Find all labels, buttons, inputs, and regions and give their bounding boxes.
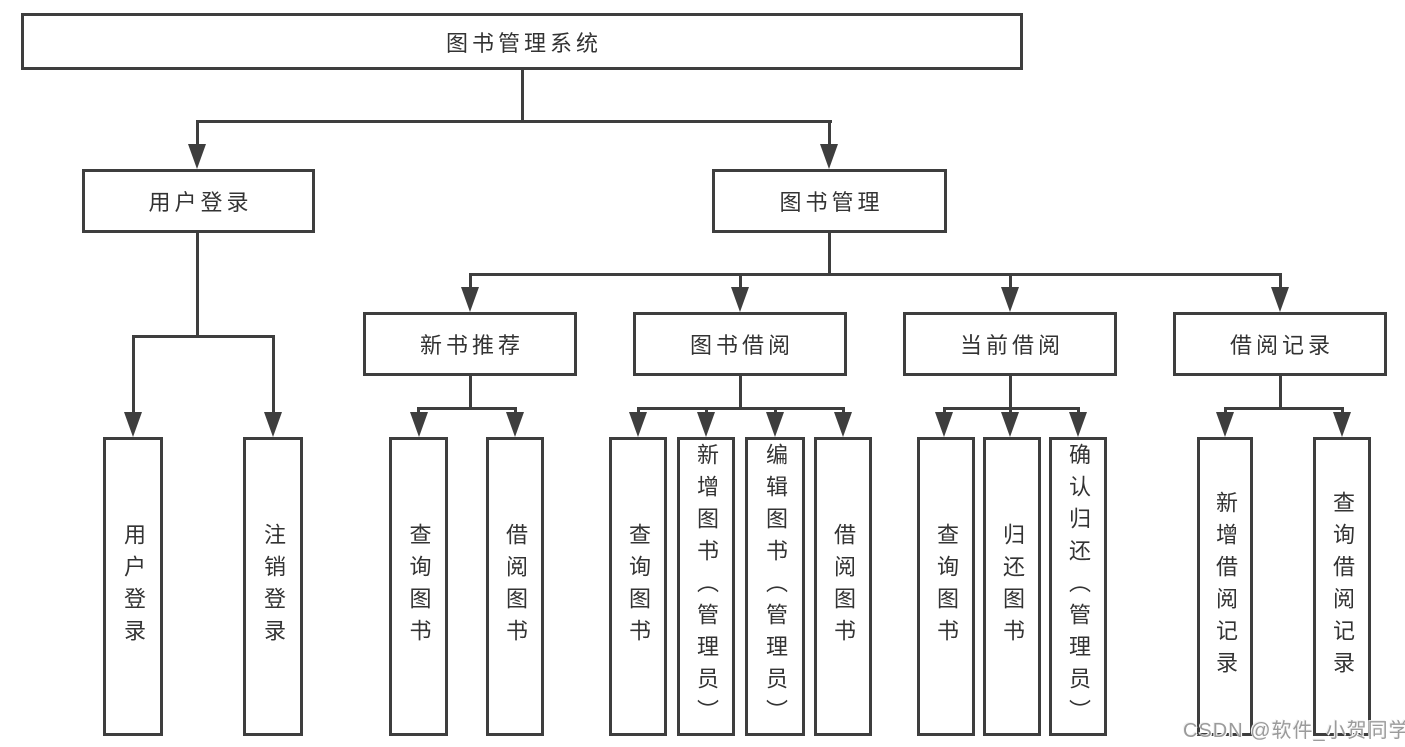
connector-line [1076, 407, 1080, 414]
connector-arrowhead [188, 144, 206, 169]
node-book-management: 图书管理 [712, 169, 947, 233]
node-leaf-borrow-books: 借阅图书 [814, 437, 872, 736]
connector-line [636, 407, 640, 414]
connector-arrowhead [461, 287, 479, 312]
connector-arrowhead [264, 412, 282, 437]
node-leaf-edit-book-admin: 编辑图书（管理员） [745, 437, 805, 736]
connector-line [195, 233, 199, 335]
node-leaf-user-login: 用户登录 [103, 437, 163, 736]
node-leaf-borrow-books-recommend: 借阅图书 [486, 437, 544, 736]
connector-line [1008, 376, 1012, 407]
connector-line [827, 120, 831, 148]
node-leaf-return-books: 归还图书 [983, 437, 1041, 736]
watermark-text: CSDN @软件_小贺同学 [1183, 720, 1405, 742]
connector-arrowhead [1333, 412, 1351, 437]
connector-line [841, 407, 845, 414]
node-leaf-query-books-recommend: 查询图书 [389, 437, 448, 736]
connector-arrowhead [409, 412, 428, 437]
connector-line [704, 407, 708, 414]
node-book-borrowing: 图书借阅 [633, 312, 847, 376]
node-root: 图书管理系统 [21, 13, 1023, 70]
connector-line [131, 335, 275, 338]
node-leaf-query-books-borrowing: 查询图书 [609, 437, 667, 736]
connector-arrowhead [124, 412, 142, 437]
connector-line [773, 407, 777, 414]
connector-arrowhead [935, 412, 953, 437]
connector-line [1278, 376, 1282, 407]
connector-line [1008, 407, 1012, 414]
connector-arrowhead [1216, 412, 1234, 437]
connector-line [1278, 273, 1282, 289]
node-leaf-add-book-admin: 新增图书（管理员） [677, 437, 735, 736]
connector-arrowhead [697, 412, 715, 437]
connector-arrowhead [766, 412, 784, 437]
connector-line [468, 376, 472, 407]
connector-line [1223, 407, 1227, 414]
node-leaf-query-borrow-record: 查询借阅记录 [1313, 437, 1371, 736]
node-borrowing-records: 借阅记录 [1173, 312, 1387, 376]
connector-line [195, 120, 199, 148]
node-new-book-recommend: 新书推荐 [363, 312, 577, 376]
connector-line [827, 233, 831, 273]
connector-line [417, 407, 517, 410]
connector-line [417, 407, 420, 414]
node-user-login: 用户登录 [82, 169, 315, 233]
node-leaf-logout: 注销登录 [243, 437, 303, 736]
connector-line [513, 407, 517, 414]
connector-line [942, 407, 946, 414]
connector-line [195, 120, 832, 123]
connector-arrowhead [506, 412, 524, 437]
node-leaf-confirm-return-admin: 确认归还（管理员） [1049, 437, 1107, 736]
connector-line [738, 376, 742, 407]
connector-arrowhead [1001, 287, 1019, 312]
node-leaf-add-borrow-record: 新增借阅记录 [1197, 437, 1253, 736]
connector-line [271, 335, 275, 414]
connector-line [636, 407, 845, 410]
connector-line [520, 70, 524, 120]
node-current-borrowing: 当前借阅 [903, 312, 1117, 376]
connector-arrowhead [1001, 412, 1019, 437]
connector-arrowhead [1271, 287, 1289, 312]
node-leaf-query-books-current: 查询图书 [917, 437, 975, 736]
connector-line [131, 335, 135, 414]
connector-line [738, 273, 742, 289]
connector-line [1008, 273, 1012, 289]
connector-arrowhead [629, 412, 647, 437]
connector-arrowhead [1069, 412, 1087, 437]
connector-line [468, 273, 1282, 276]
connector-line [468, 273, 472, 289]
connector-arrowhead [820, 144, 838, 169]
connector-arrowhead [834, 412, 852, 437]
connector-line [1340, 407, 1344, 414]
connector-arrowhead [731, 287, 749, 312]
connector-line [1223, 407, 1344, 410]
